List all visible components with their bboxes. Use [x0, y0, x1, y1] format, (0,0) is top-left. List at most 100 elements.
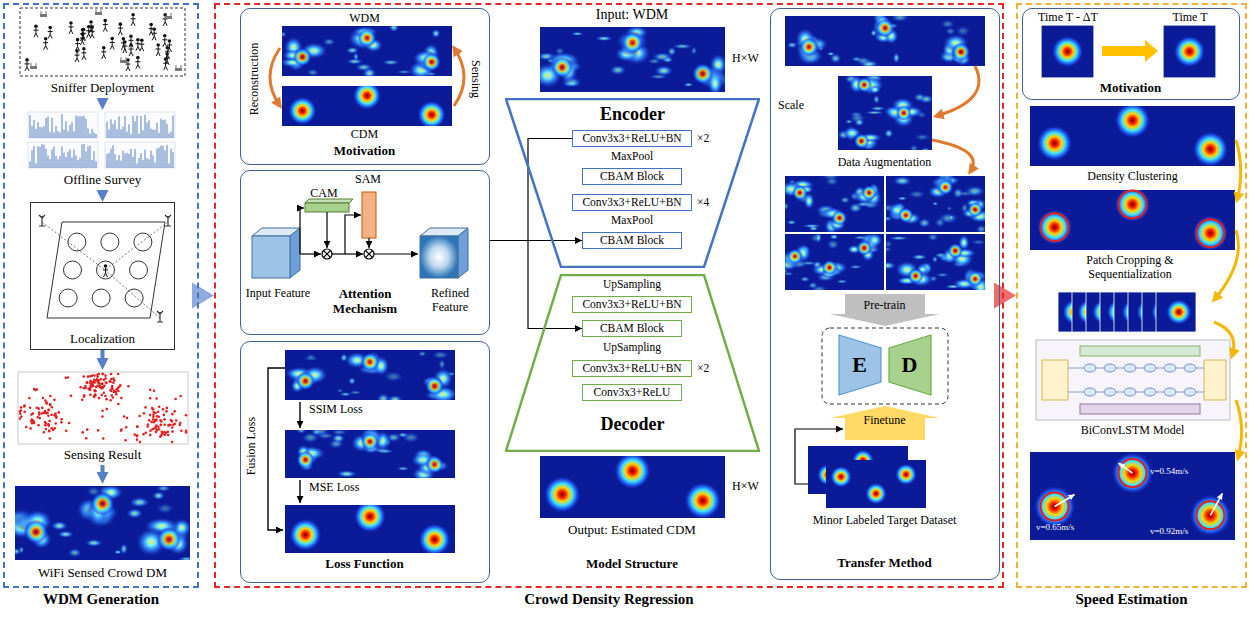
survey-illustration: [169, 133, 170, 138]
survey-illustration: [151, 151, 152, 168]
survey-illustration: [62, 114, 63, 138]
person-icon: [34, 24, 38, 28]
node-text: Fusion Loss: [245, 417, 259, 475]
node-text: Conv3x3+ReLU+BN: [582, 196, 681, 209]
input-map: [609, 65, 627, 75]
density-map: [431, 29, 441, 38]
density-map: [285, 505, 455, 553]
sensing-scatter: [20, 406, 23, 409]
sensing-scatter: [109, 380, 112, 383]
density-map: [288, 96, 317, 125]
label-text: Density Clustering: [1030, 170, 1235, 184]
node-text: CBAM Block: [600, 234, 664, 247]
patch-frame: [1156, 292, 1196, 332]
connector-arrow: [101, 465, 105, 478]
survey-illustration: [155, 162, 156, 168]
sensing-scatter: [49, 403, 52, 406]
survey-illustration: [64, 130, 65, 138]
sensing-scatter: [152, 416, 155, 419]
node-text: CDM: [241, 128, 488, 142]
sensing-scatter: [120, 428, 123, 431]
sensing-scatter: [68, 422, 71, 425]
sensing-scatter: [86, 428, 89, 431]
density-map: [827, 52, 835, 56]
sensing-scatter: [136, 425, 139, 428]
sensing-scatter: [81, 399, 84, 402]
person-icon: [162, 38, 167, 47]
node-outline-path: [839, 335, 881, 395]
survey-illustration: [56, 126, 57, 138]
survey-illustration: [139, 134, 140, 138]
survey-illustration: [153, 155, 154, 168]
density-map: [898, 208, 913, 223]
sensing-scatter: [33, 388, 36, 391]
speed-markers: [1119, 463, 1133, 473]
transfer-illustration: [822, 328, 948, 404]
sensing-scatter: [99, 386, 102, 389]
density-map: [890, 16, 910, 22]
node-outline-path: [506, 99, 759, 267]
sensing-scatter: [67, 376, 70, 379]
sensing-scatter: [113, 379, 116, 382]
sensing-scatter: [48, 430, 51, 433]
density-map: [1192, 131, 1228, 166]
density-map: [282, 81, 452, 129]
density-map: [927, 234, 939, 242]
biconvlstm-illustration: [1164, 388, 1176, 396]
node-text: Encoder: [505, 104, 760, 125]
person-icon: [48, 29, 53, 38]
person-icon: [163, 34, 167, 38]
density-map: [285, 500, 455, 556]
node-text: CAM: [299, 187, 349, 201]
density-map: [914, 133, 931, 140]
sensing-scatter: [111, 385, 114, 388]
node-text: Decoder: [505, 414, 760, 435]
sensing-scatter: [149, 388, 152, 391]
localization-illustration: [68, 233, 86, 251]
person-icon: [75, 53, 80, 62]
sensing-scatter: [23, 405, 26, 408]
survey-illustration: [96, 134, 97, 138]
density-map: [913, 93, 926, 102]
sensing-scatter: [109, 399, 112, 402]
sensing-scatter: [30, 420, 33, 423]
survey-illustration: [137, 116, 138, 138]
density-map: [285, 430, 455, 478]
density-map: [778, 232, 884, 295]
density-map: [418, 523, 451, 553]
cluster-circles: [1041, 190, 1225, 247]
survey-illustration: [46, 149, 47, 168]
survey-illustration: [171, 132, 172, 138]
sensing-scatter: [50, 413, 53, 416]
survey-illustration: [94, 151, 95, 168]
sensing-scatter: [110, 389, 113, 392]
biconvlstm-illustration: [1144, 388, 1156, 396]
survey-illustration: [173, 116, 174, 138]
density-map: [285, 350, 455, 400]
survey-illustration: [86, 119, 87, 138]
antenna-icon: [165, 215, 171, 226]
sensing-scatter: [42, 397, 45, 400]
survey-illustration: [40, 127, 41, 138]
density-map: [801, 224, 822, 228]
sensing-scatter: [108, 380, 111, 383]
survey-illustration: [107, 122, 108, 138]
stage-panel: Speed EstimationTime T - ΔTTime TMotivat…: [1016, 3, 1247, 588]
sensing-scatter: [45, 422, 48, 425]
survey-illustration: [82, 116, 83, 138]
speed-map: [1111, 452, 1153, 494]
sensing-scatter: [47, 423, 50, 426]
attention-illustration: [290, 228, 300, 278]
density-map: [1174, 36, 1206, 68]
wdm-map: [68, 548, 83, 558]
density-map: [849, 111, 863, 118]
localization-illustration: [92, 289, 110, 307]
sensing-scatter: [157, 410, 160, 413]
density-map: [387, 395, 404, 400]
person-icon: [110, 40, 115, 49]
survey-illustration: [86, 151, 87, 168]
network-half: D: [888, 334, 932, 396]
wdm-map: [84, 539, 103, 547]
node-text: WDM Generation: [5, 591, 197, 608]
label-text: Input: WDM: [552, 7, 712, 23]
